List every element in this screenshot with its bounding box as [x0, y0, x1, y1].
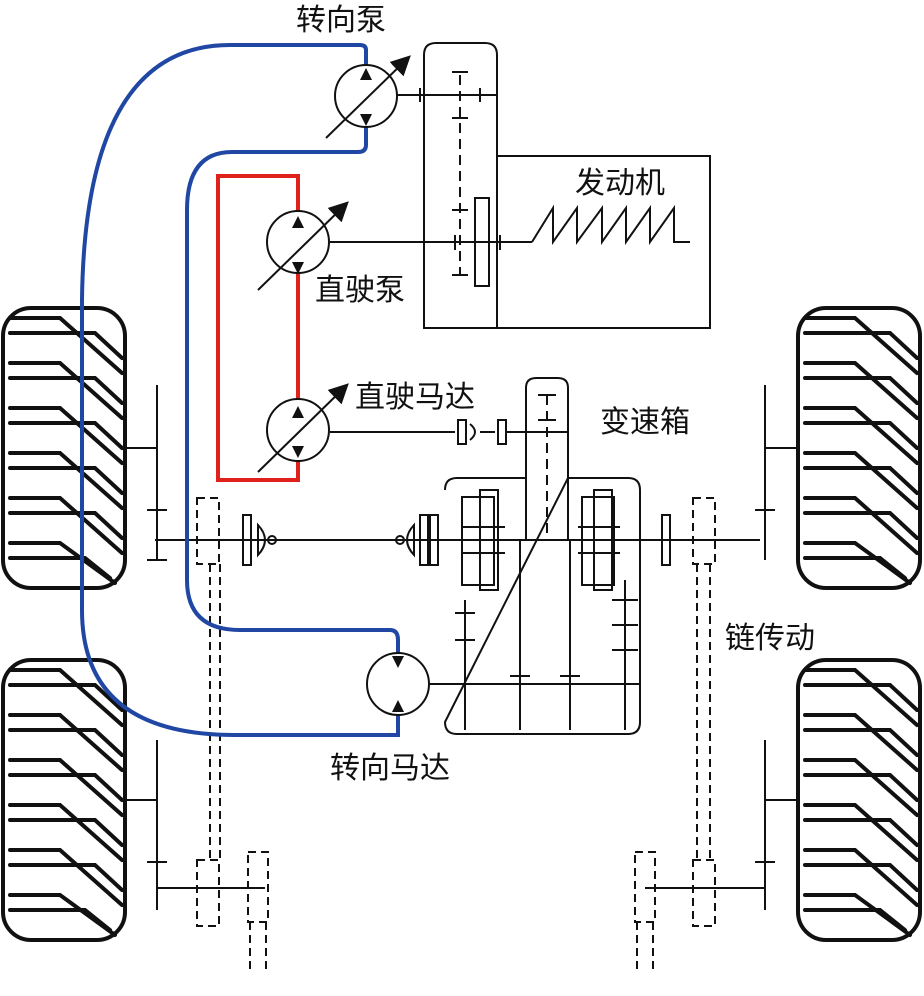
engine-label: 发动机: [575, 166, 665, 201]
straight-drive-pump: [257, 201, 349, 291]
gearbox-tower: [525, 377, 569, 540]
steering-motor-label: 转向马达: [330, 751, 450, 786]
steering-motor: [366, 652, 430, 716]
steering-circuit: [80, 43, 400, 737]
front-left-tire: [1, 306, 127, 590]
pump-drive-housing: [423, 42, 498, 329]
front-right-tire: [796, 306, 922, 590]
mechanical-parts: [125, 42, 797, 970]
straight-drive-motor: [257, 383, 349, 473]
rear-right-tire: [796, 658, 922, 942]
straight-drive-circuit: [216, 174, 300, 482]
chain-drive-label: 链传动: [725, 621, 815, 656]
straight-motor-label: 直驶马达: [355, 380, 475, 415]
engine-symbol: [531, 204, 690, 246]
gearbox-label: 变速箱: [600, 405, 690, 440]
straight-pump-label: 直驶泵: [315, 273, 405, 308]
steering-pump: [325, 55, 411, 139]
steering-pump-label: 转向泵: [296, 3, 386, 38]
gearbox-housing: [443, 477, 641, 735]
rear-left-tire: [1, 658, 127, 942]
